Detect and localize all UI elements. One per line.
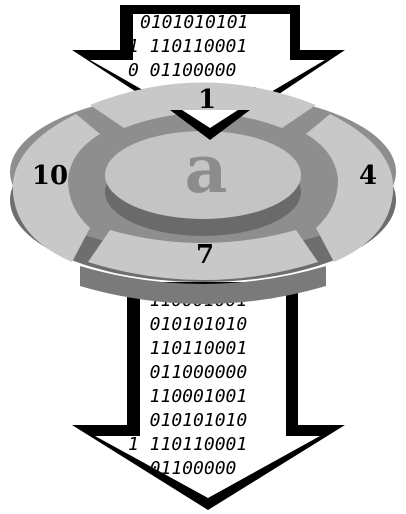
input-arrow: 0101010101 1 110110001 0 01100000 1 1000… — [72, 5, 345, 140]
binary-line: 1 110110001 — [128, 434, 247, 455]
segment-label-top: 1 — [198, 85, 216, 115]
binary-line: 1 110001001 — [128, 386, 247, 407]
hub-label: a — [185, 130, 228, 208]
ring-segment-right — [306, 114, 394, 262]
binary-line: 1 110110001 — [128, 36, 247, 57]
binary-line: 0 01100000 — [128, 60, 236, 81]
output-arrow-fill — [95, 290, 320, 498]
ring-segment-left — [12, 114, 100, 262]
binary-line: 0 010101010 — [128, 410, 247, 431]
ring-segment-top — [90, 82, 316, 128]
input-arrow-tip-fill — [182, 110, 238, 128]
output-arrow: 1 110001001 0 010101010 1 110110001 0 01… — [72, 282, 345, 510]
binary-line: 0101010101 — [140, 12, 248, 33]
binary-line: 1 110110001 — [128, 338, 247, 359]
rotary-ring — [10, 82, 396, 304]
segment-label-left: 10 — [32, 161, 68, 191]
input-arrow-fill — [90, 14, 325, 128]
binary-line: 0 010101010 — [128, 314, 247, 335]
segment-label-bottom: 7 — [196, 240, 214, 270]
binary-line: 0 011000000 — [128, 362, 247, 383]
segment-label-right: 4 — [359, 161, 377, 191]
ring-segment-bottom — [88, 230, 318, 280]
ring-segment-bottom-side — [80, 266, 326, 304]
hub-top — [105, 131, 301, 219]
